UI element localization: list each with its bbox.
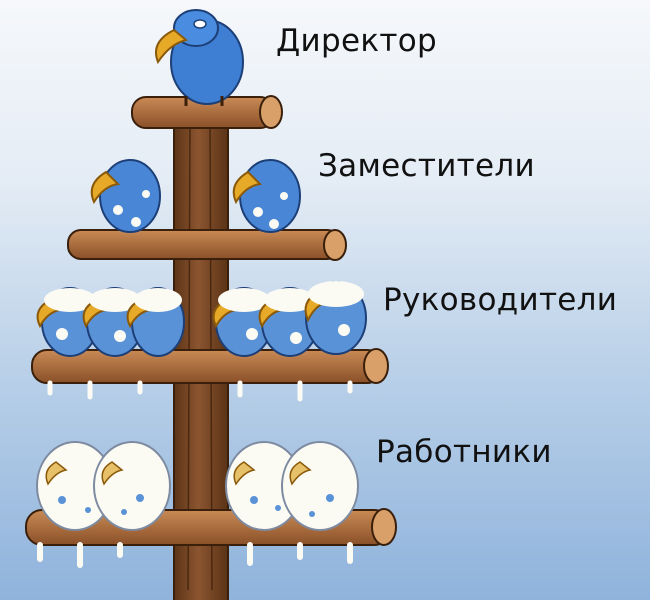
bird-manager-3 [126, 287, 185, 357]
bird-deputy-right [232, 159, 301, 233]
log-managers [31, 348, 389, 384]
drips-managers [47, 380, 353, 402]
bird-manager-5 [258, 287, 319, 357]
bird-manager-4 [212, 287, 273, 357]
label-deputies: Заместители [318, 148, 535, 184]
bird-deputy-left [90, 159, 161, 233]
bird-worker-2 [93, 441, 171, 531]
bird-manager-6 [304, 281, 367, 355]
label-director: Директор [276, 23, 437, 59]
bird-director [155, 9, 244, 106]
label-managers: Руководители [383, 282, 618, 318]
label-workers: Работники [376, 434, 552, 470]
bird-manager-1 [36, 287, 99, 357]
bird-worker-3 [225, 441, 303, 531]
bird-worker-4 [281, 441, 359, 531]
drips-workers [37, 542, 353, 568]
bird-manager-2 [82, 287, 144, 357]
log-deputies [67, 229, 347, 261]
